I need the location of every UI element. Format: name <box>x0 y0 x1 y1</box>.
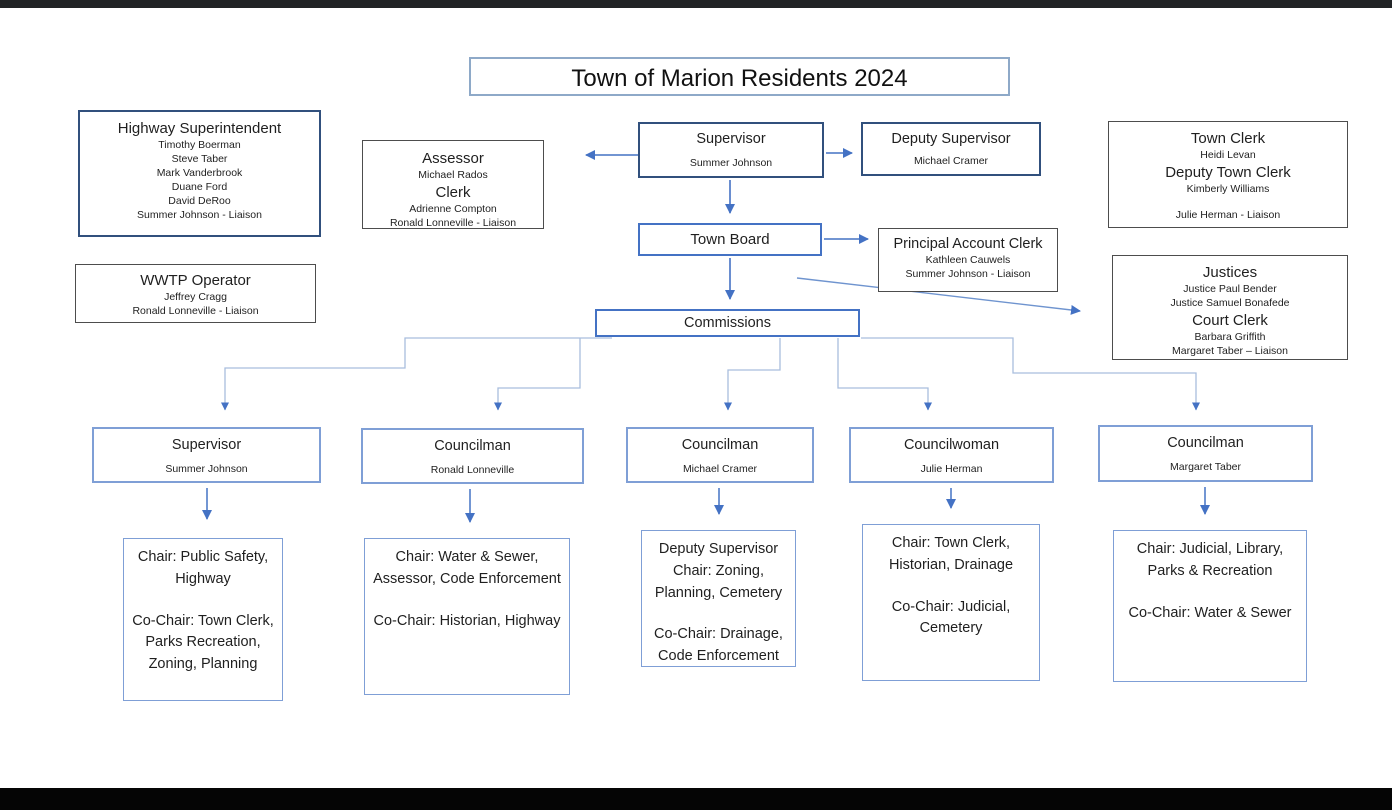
member-name: Heidi Levan <box>1200 149 1256 162</box>
cochair-assignments: Co-Chair: Water & Sewer <box>1128 604 1292 621</box>
town-clerk-box: Town Clerk Heidi Levan Deputy Town Clerk… <box>1108 121 1348 228</box>
page-title: Town of Marion Residents 2024 <box>571 65 908 92</box>
chair-box-councilwoman: Chair: Town Clerk, Historian, Drainage C… <box>862 524 1040 681</box>
member-name: Timothy Boerman <box>158 139 241 152</box>
liaison-name: Ronald Lonneville - Liaison <box>132 305 259 318</box>
box-heading: Councilman <box>434 438 511 454</box>
liaison-name: Ronald Lonneville - Liaison <box>389 217 517 230</box>
box-heading: WWTP Operator <box>140 272 251 289</box>
box-heading: Councilwoman <box>903 437 1000 453</box>
cochair-assignments: Co-Chair: Judicial, Cemetery <box>891 598 1011 637</box>
member-name: Summer Johnson <box>165 462 248 475</box>
wwtp-operator-box: WWTP Operator Jeffrey Cragg Ronald Lonne… <box>75 264 316 323</box>
chair-assignments: Chair: Public Safety, Highway <box>137 549 269 587</box>
chair-box-supervisor: Chair: Public Safety, Highway Co-Chair: … <box>123 538 283 701</box>
box-heading: Commissions <box>683 315 771 331</box>
bottom-letterbox-bar <box>0 788 1392 810</box>
member-name: Margaret Taber <box>1169 460 1241 473</box>
member-name: Barbara Griffith <box>1194 331 1266 344</box>
council-box-supervisor: Supervisor Summer Johnson <box>92 427 321 483</box>
branch-commissions-to-councilman-1 <box>494 338 581 411</box>
member-name: Summer Johnson <box>689 156 773 169</box>
chair-box-councilman-1: Chair: Water & Sewer, Assessor, Code Enf… <box>364 538 570 695</box>
box-heading: Deputy Supervisor <box>891 131 1011 147</box>
cochair-assignments: Co-Chair: Drainage, Code Enforcement <box>654 626 783 664</box>
box-heading: Town Board <box>690 231 770 248</box>
justices-box: Justices Justice Paul Bender Justice Sam… <box>1112 255 1348 360</box>
principal-account-clerk-box: Principal Account Clerk Kathleen Cauwels… <box>878 228 1058 292</box>
box-subheading: Deputy Town Clerk <box>1165 164 1291 182</box>
liaison-name: Margaret Taber – Liaison <box>1172 345 1288 358</box>
member-name: Adrienne Compton <box>409 203 497 216</box>
member-name: Justice Samuel Bonafede <box>1170 297 1290 310</box>
member-name: Duane Ford <box>171 181 228 194</box>
member-name: Julie Herman <box>920 462 983 475</box>
assessor-box: Assessor Michael Rados Clerk Adrienne Co… <box>362 140 544 229</box>
member-name: Ronald Lonneville <box>430 463 515 476</box>
liaison-name: Julie Herman - Liaison <box>1175 209 1281 222</box>
chair-box-councilman-2: Deputy Supervisor Chair: Zoning, Plannin… <box>641 530 796 667</box>
member-name: Michael Cramer <box>913 154 989 167</box>
box-heading: Justices <box>1202 264 1258 281</box>
box-subheading: Clerk <box>435 184 471 202</box>
chair-assignments: Chair: Water & Sewer, Assessor, Code Enf… <box>373 549 561 587</box>
council-box-councilman-3: Councilman Margaret Taber <box>1098 425 1313 482</box>
spacer <box>1109 197 1347 209</box>
council-box-councilman-1: Councilman Ronald Lonneville <box>361 428 584 484</box>
member-name: Kimberly Williams <box>1186 183 1270 196</box>
spacer <box>851 455 1052 463</box>
chair-assignments: Chair: Town Clerk, Historian, Drainage <box>888 535 1014 573</box>
town-board-box: Town Board <box>638 223 822 256</box>
box-heading: Highway Superintendent <box>117 120 282 137</box>
branch-commissions-to-councilwoman <box>837 338 932 411</box>
council-box-councilman-2: Councilman Michael Cramer <box>626 427 814 483</box>
member-name: Steve Taber <box>171 153 228 166</box>
highway-superintendent-box: Highway Superintendent Timothy Boerman S… <box>78 110 321 237</box>
box-heading: Assessor <box>422 150 484 167</box>
top-letterbox-bar <box>0 0 1392 8</box>
box-heading: Councilman <box>1167 435 1244 451</box>
deputy-supervisor-box: Deputy Supervisor Michael Cramer <box>861 122 1041 176</box>
box-heading: Town Clerk <box>1190 130 1266 147</box>
member-name: Michael Cramer <box>682 462 758 475</box>
cochair-assignments: Co-Chair: Historian, Highway <box>373 612 561 629</box>
member-name: Kathleen Cauwels <box>925 253 1011 266</box>
member-name: Justice Paul Bender <box>1183 283 1277 296</box>
box-heading: Principal Account Clerk <box>893 236 1043 252</box>
member-name: Summer Johnson - Liaison <box>137 209 262 222</box>
branch-commissions-to-councilman-2 <box>724 338 781 411</box>
chair-assignments: Chair: Judicial, Library, Parks & Recrea… <box>1136 541 1284 579</box>
spacer <box>363 456 582 464</box>
liaison-name: Summer Johnson - Liaison <box>905 267 1031 280</box>
chair-box-councilman-3: Chair: Judicial, Library, Parks & Recrea… <box>1113 530 1307 682</box>
chair-assignments: Deputy Supervisor Chair: Zoning, Plannin… <box>654 541 783 601</box>
spacer <box>1100 453 1311 461</box>
council-box-councilwoman: Councilwoman Julie Herman <box>849 427 1054 483</box>
member-name: Jeffrey Cragg <box>164 291 227 304</box>
member-name: David DeRoo <box>168 195 231 208</box>
title-box: Town of Marion Residents 2024 <box>469 57 1010 96</box>
box-heading: Supervisor <box>171 437 242 453</box>
spacer <box>94 455 319 463</box>
box-heading: Supervisor <box>696 131 766 147</box>
member-name: Michael Rados <box>418 169 488 182</box>
box-subheading: Court Clerk <box>1192 312 1268 330</box>
spacer <box>640 149 822 157</box>
commissions-box: Commissions <box>595 309 860 337</box>
supervisor-box: Supervisor Summer Johnson <box>638 122 824 178</box>
branch-commissions-to-supervisor <box>221 337 612 411</box>
spacer <box>628 455 812 463</box>
cochair-assignments: Co-Chair: Town Clerk, Parks Recreation, … <box>132 612 274 673</box>
member-name: Mark Vanderbrook <box>156 167 243 180</box>
box-heading: Councilman <box>681 437 759 453</box>
